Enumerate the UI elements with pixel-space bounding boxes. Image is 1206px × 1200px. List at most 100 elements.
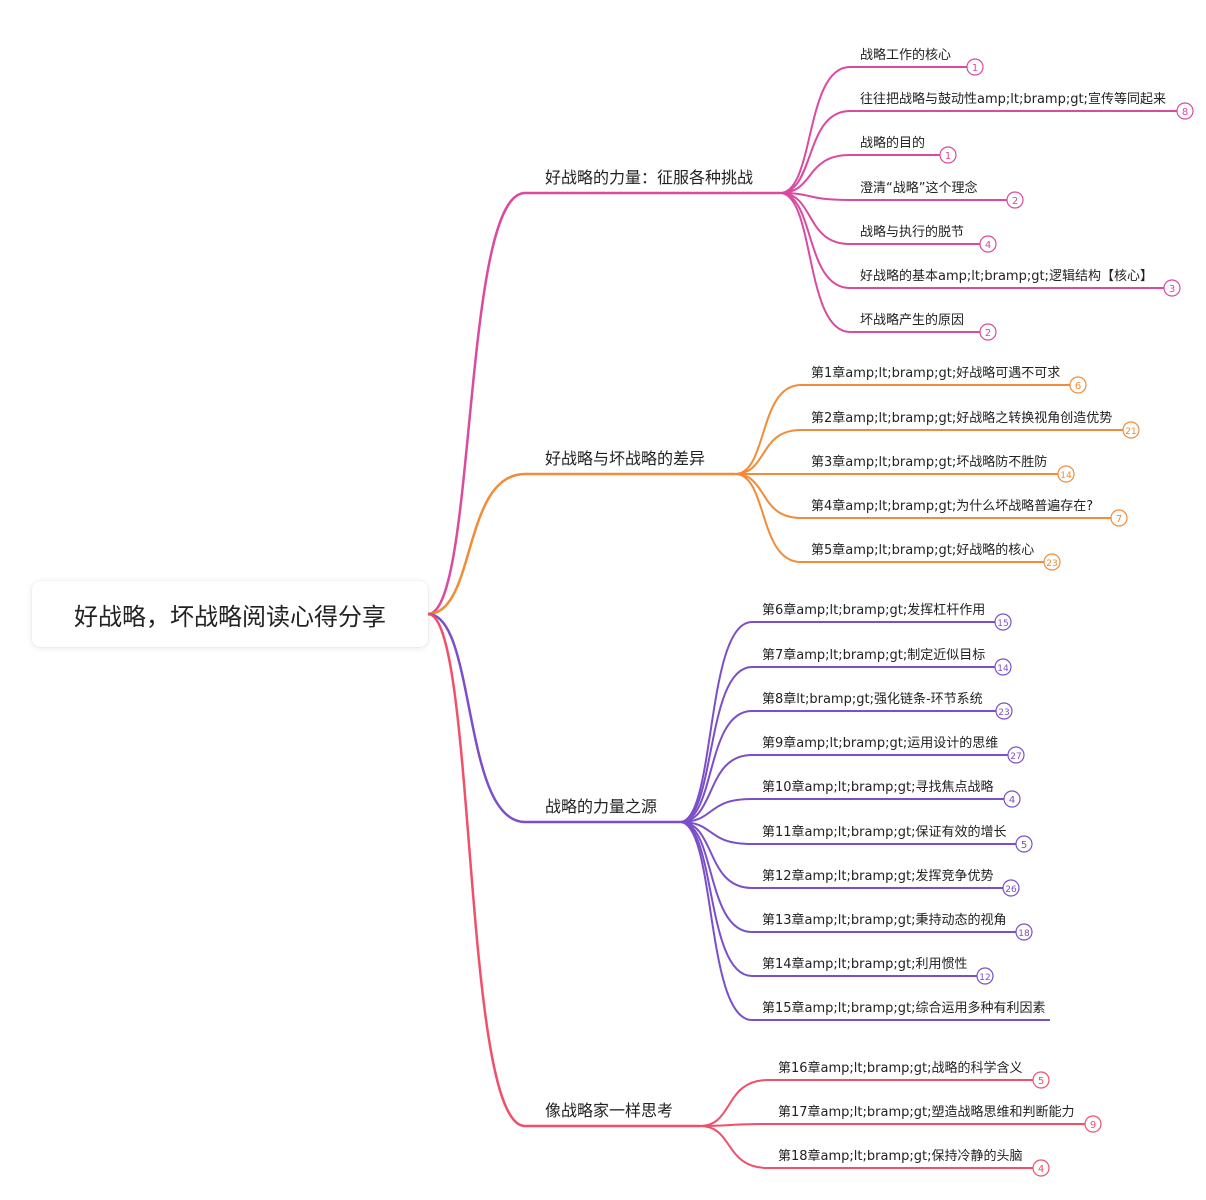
leaf-connector <box>679 821 753 889</box>
count-badge[interactable]: 7 <box>1110 509 1128 527</box>
branch-label[interactable]: 好战略与坏战略的差异 <box>545 449 705 468</box>
leaf-label: 第12章amp;lt;bramp;gt;发挥竞争优势 <box>762 868 993 884</box>
count-badge[interactable]: 15 <box>994 613 1012 631</box>
count-badge-value: 15 <box>997 619 1008 629</box>
leaf-node[interactable]: 战略的目的 1 <box>779 135 957 194</box>
leaf-node[interactable]: 战略与执行的脱节 4 <box>779 192 997 253</box>
count-badge[interactable]: 9 <box>1084 1115 1102 1133</box>
leaf-label: 第7章amp;lt;bramp;gt;制定近似目标 <box>762 647 985 663</box>
leaf-node[interactable]: 坏战略产生的原因 2 <box>779 192 997 341</box>
leaf-connector <box>779 192 851 245</box>
count-badge[interactable]: 2 <box>1006 191 1024 209</box>
leaf-label: 第2章amp;lt;bramp;gt;好战略之转换视角创造优势 <box>811 410 1112 426</box>
count-badge[interactable]: 23 <box>1043 553 1061 571</box>
count-badge[interactable]: 14 <box>994 658 1012 676</box>
root-node[interactable]: 好战略，坏战略阅读心得分享 <box>32 581 428 647</box>
leaf-node[interactable]: 第13章amp;lt;bramp;gt;秉持动态的视角 18 <box>679 821 1033 941</box>
leaf-label: 坏战略产生的原因 <box>860 312 964 328</box>
leaf-node[interactable]: 第14章amp;lt;bramp;gt;利用惯性 12 <box>679 821 994 985</box>
count-badge-circle <box>1069 376 1087 394</box>
count-badge-circle <box>1163 279 1181 297</box>
count-badge[interactable]: 1 <box>939 146 957 164</box>
count-badge[interactable]: 8 <box>1176 102 1194 120</box>
count-badge-circle <box>979 235 997 253</box>
count-badge-value: 4 <box>985 240 991 251</box>
leaf-label: 好战略的基本amp;lt;bramp;gt;逻辑结构【核心】 <box>860 268 1153 284</box>
leaf-connector <box>679 754 753 823</box>
leaf-label: 第13章amp;lt;bramp;gt;秉持动态的视角 <box>762 912 1006 928</box>
count-badge[interactable]: 12 <box>976 967 994 985</box>
leaf-connector <box>734 384 802 475</box>
count-badge-value: 7 <box>1116 514 1122 525</box>
leaf-connector <box>779 192 851 333</box>
count-badge[interactable]: 18 <box>1015 923 1033 941</box>
count-badge-circle <box>1015 835 1033 853</box>
leaf-label: 第18章amp;lt;bramp;gt;保持冷静的头脑 <box>778 1148 1022 1164</box>
count-badge-value: 6 <box>1075 381 1081 392</box>
leaf-connector <box>699 1125 769 1169</box>
branch-label[interactable]: 像战略家一样思考 <box>545 1101 673 1120</box>
count-badge[interactable]: 2 <box>979 323 997 341</box>
leaf-connector <box>779 192 851 201</box>
count-badge-circle <box>976 967 994 985</box>
count-badge-value: 5 <box>1021 840 1027 851</box>
leaf-node[interactable]: 第12章amp;lt;bramp;gt;发挥竞争优势 26 <box>679 821 1020 897</box>
leaf-connector <box>679 621 753 823</box>
count-badge-value: 12 <box>979 973 990 983</box>
count-badge[interactable]: 1 <box>966 58 984 76</box>
count-badge[interactable]: 21 <box>1122 421 1140 439</box>
count-badge[interactable]: 14 <box>1057 465 1075 483</box>
count-badge-circle <box>966 58 984 76</box>
leaf-node[interactable]: 第9章amp;lt;bramp;gt;运用设计的思维 27 <box>679 735 1025 823</box>
count-badge-value: 14 <box>997 664 1009 674</box>
branch-label[interactable]: 战略的力量之源 <box>545 797 657 816</box>
count-badge[interactable]: 6 <box>1069 376 1087 394</box>
count-badge[interactable]: 4 <box>1003 790 1021 808</box>
count-badge[interactable]: 5 <box>1032 1071 1050 1089</box>
leaf-node[interactable]: 第18章amp;lt;bramp;gt;保持冷静的头脑 4 <box>699 1125 1050 1177</box>
leaf-node[interactable]: 第1章amp;lt;bramp;gt;好战略可遇不可求 6 <box>734 365 1087 475</box>
leaf-label: 战略的目的 <box>860 135 925 151</box>
leaf-label: 第1章amp;lt;bramp;gt;好战略可遇不可求 <box>811 365 1060 381</box>
leaf-label: 第11章amp;lt;bramp;gt;保证有效的增长 <box>762 824 1006 840</box>
leaf-label: 第14章amp;lt;bramp;gt;利用惯性 <box>762 956 967 972</box>
leaf-node[interactable]: 第7章amp;lt;bramp;gt;制定近似目标 14 <box>679 647 1012 823</box>
branch-group: 好战略的力量：征服各种挑战 战略工作的核心1往往把战略与鼓动性amp;lt;bra… <box>427 47 1194 616</box>
root-branch-connector <box>427 191 526 616</box>
leaf-node[interactable]: 第15章amp;lt;bramp;gt;综合运用多种有利因素 <box>679 821 1050 1021</box>
leaf-connector <box>679 798 753 823</box>
count-badge[interactable]: 23 <box>995 702 1013 720</box>
count-badge[interactable]: 26 <box>1002 879 1020 897</box>
leaf-label: 第9章amp;lt;bramp;gt;运用设计的思维 <box>762 735 998 751</box>
count-badge[interactable]: 3 <box>1163 279 1181 297</box>
count-badge[interactable]: 4 <box>979 235 997 253</box>
leaf-connector <box>679 666 753 823</box>
leaf-label: 第4章amp;lt;bramp;gt;为什么坏战略普遍存在? <box>811 498 1093 514</box>
leaf-node[interactable]: 第11章amp;lt;bramp;gt;保证有效的增长 5 <box>679 821 1033 853</box>
leaf-node[interactable]: 第4章amp;lt;bramp;gt;为什么坏战略普遍存在? 7 <box>734 473 1128 527</box>
count-badge[interactable]: 4 <box>1032 1159 1050 1177</box>
count-badge-value: 4 <box>1009 795 1015 806</box>
leaf-node[interactable]: 第2章amp;lt;bramp;gt;好战略之转换视角创造优势 21 <box>734 410 1140 475</box>
count-badge-value: 1 <box>972 63 978 74</box>
count-badge[interactable]: 5 <box>1015 835 1033 853</box>
count-badge-circle <box>1110 509 1128 527</box>
count-badge[interactable]: 27 <box>1007 746 1025 764</box>
leaf-label: 战略与执行的脱节 <box>860 224 964 240</box>
branch-label[interactable]: 好战略的力量：征服各种挑战 <box>545 168 753 187</box>
count-badge-value: 2 <box>1012 196 1018 207</box>
count-badge-circle <box>1122 421 1140 439</box>
leaf-connector <box>779 110 851 194</box>
branch-group: 像战略家一样思考 第16章amp;lt;bramp;gt;战略的科学含义5第17章… <box>427 612 1102 1177</box>
